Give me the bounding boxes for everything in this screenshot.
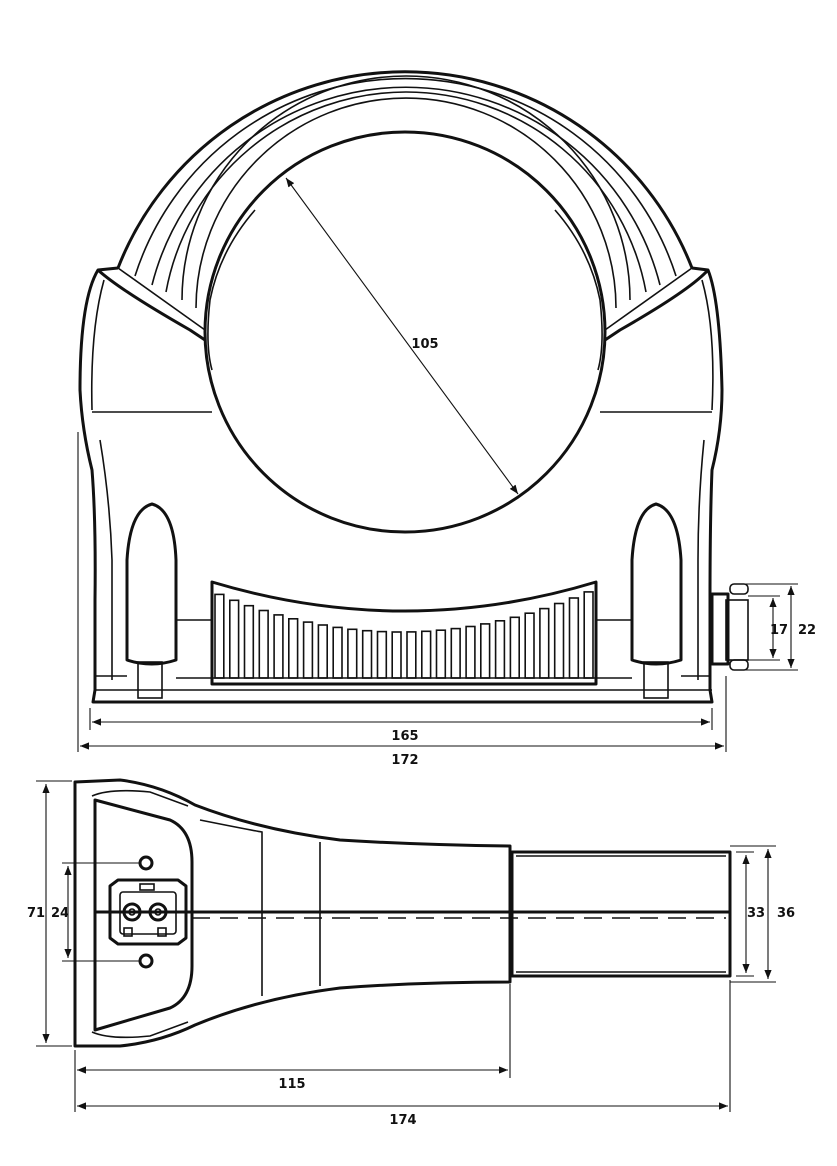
vent-slat (332, 626, 343, 679)
inner-width-dimension-label: 165 (391, 729, 418, 744)
total-height-dimension-label: 71 (27, 906, 45, 921)
socket-spacing-dimension-label: 24 (51, 906, 69, 921)
total-length-dimension-label: 174 (389, 1113, 416, 1128)
vent-slat (347, 628, 358, 679)
outer-width-dimension-label: 172 (391, 753, 418, 768)
vent-slat (494, 619, 506, 679)
vent-slat (465, 625, 476, 679)
vent-slat (273, 614, 284, 679)
vent-grille (210, 580, 598, 686)
vent-slat (243, 604, 255, 679)
arch-bands (116, 70, 694, 309)
vent-slat (376, 630, 388, 679)
vent-slat (317, 624, 328, 679)
vent-slat (302, 621, 314, 679)
connector-inner-dimension-label: 17 (770, 623, 788, 638)
vent-slat (229, 599, 240, 679)
left-mounting-post (125, 502, 178, 699)
vent-slat (539, 607, 550, 679)
vent-slat (524, 612, 535, 679)
side-connector (710, 583, 749, 671)
side-view: 71 24 33 36 115 174 (27, 778, 795, 1128)
vent-slat (553, 602, 565, 679)
diameter-dimension-label: 105 (411, 337, 438, 352)
front-view: 105 165 172 17 22 (77, 70, 816, 768)
vent-slat (479, 623, 491, 679)
vent-slat (450, 627, 461, 679)
vent-slat (361, 629, 373, 679)
vent-slat (391, 631, 402, 679)
vent-slat (509, 616, 520, 679)
socket-plate (93, 798, 194, 1032)
connector-outer-dimension-label: 22 (798, 623, 816, 638)
vent-slat (287, 617, 299, 679)
vent-slat (406, 631, 417, 679)
body-length-dimension-label: 115 (278, 1077, 305, 1092)
housing-outline (78, 266, 724, 704)
vent-slat (420, 630, 432, 679)
cable-tube (510, 850, 732, 978)
vent-slat (583, 591, 594, 679)
tube-inner-dimension-label: 33 (747, 906, 765, 921)
right-mounting-post (630, 502, 683, 699)
tube-outer-dimension-label: 36 (777, 906, 795, 921)
vent-slat (214, 593, 225, 679)
vent-slat (435, 629, 447, 679)
vent-slat (258, 609, 269, 679)
side-body-outline (73, 778, 512, 1048)
vent-slat (568, 597, 580, 679)
cable-opening (203, 130, 607, 534)
